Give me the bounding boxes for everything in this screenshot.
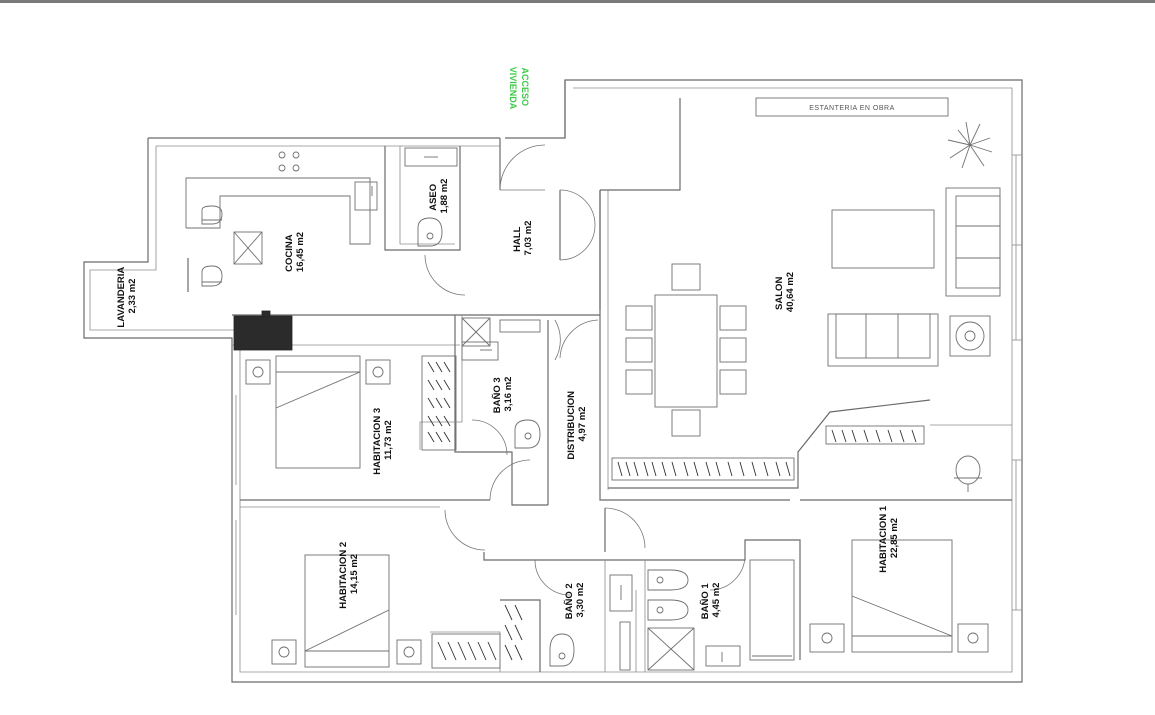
doors xyxy=(424,144,746,596)
shower-icon xyxy=(461,317,491,347)
bano2-fixtures xyxy=(549,574,633,671)
toilet-icon xyxy=(417,217,443,247)
room-label-distribucion: DISTRIBUCION 4,97 m2 xyxy=(566,388,588,459)
bed-icon xyxy=(851,539,953,653)
plant-icon xyxy=(947,121,993,169)
room-labels: LAVANDERIA 2,33 m2 COCINA 16,45 m2 ASEO … xyxy=(116,179,900,620)
habitacion3-furniture xyxy=(245,355,457,469)
aseo-fixtures xyxy=(404,147,458,247)
bano3-fixtures xyxy=(461,317,541,449)
room-label-habitacion1: HABITACION 1 22,85 m2 xyxy=(878,503,900,573)
room-label-hall: HALL 7,03 m2 xyxy=(512,221,534,256)
toilet-icon xyxy=(514,419,541,449)
bano1-fixtures xyxy=(647,559,795,671)
sink-icon xyxy=(609,574,633,612)
top-border xyxy=(0,0,1155,3)
entrance-label: ACCESO VIVIENDA xyxy=(508,67,530,110)
room-label-bano1: BAÑO 1 4,45 m2 xyxy=(700,581,722,620)
shower-icon xyxy=(647,627,695,671)
shelving-unit xyxy=(755,97,949,117)
wardrobe-icon xyxy=(431,633,501,669)
room-label-aseo: ASEO 1,88 m2 xyxy=(428,179,450,214)
sofa-icon xyxy=(945,187,1001,297)
room-label-cocina: COCINA 16,45 m2 xyxy=(284,232,306,272)
habitacion1-furniture xyxy=(809,455,989,653)
bed-icon xyxy=(275,355,361,469)
coffee-table-icon xyxy=(831,209,935,269)
sink-icon xyxy=(461,341,499,361)
side-table-icon xyxy=(949,315,991,357)
sink-icon xyxy=(705,645,741,667)
toilet-icon xyxy=(549,633,575,667)
habitacion2-furniture xyxy=(271,554,523,669)
room-label-habitacion2: HABITACION 2 14,15 m2 xyxy=(338,539,360,609)
desk-chair-icon xyxy=(954,455,982,492)
sofa-icon xyxy=(827,313,939,367)
interior-walls xyxy=(187,98,1022,672)
shelving-label: ESTANTERIA EN OBRA xyxy=(809,105,895,112)
washing-machine-icon xyxy=(201,205,223,225)
salon-furniture xyxy=(625,97,1001,437)
wardrobe-icon xyxy=(421,355,457,451)
dryer-icon xyxy=(201,265,223,287)
wardrobes-hall xyxy=(611,425,925,481)
room-label-lavanderia: LAVANDERIA 2,33 m2 xyxy=(116,264,138,327)
fridge-icon xyxy=(233,315,293,351)
room-label-salon: SALON 40,64 m2 xyxy=(774,272,796,312)
bed-icon xyxy=(304,554,390,668)
dining-table-icon xyxy=(654,294,718,408)
toilet-icon xyxy=(647,569,689,591)
bidet-icon xyxy=(647,599,689,621)
room-label-bano2: BAÑO 2 3,30 m2 xyxy=(564,581,586,620)
outer-walls xyxy=(83,79,1023,683)
kitchen-furniture xyxy=(185,151,378,351)
room-label-bano3: BAÑO 3 3,16 m2 xyxy=(492,375,514,414)
stove-icon xyxy=(278,151,300,172)
room-label-habitacion3: HABITACION 3 11,73 m2 xyxy=(372,405,394,475)
